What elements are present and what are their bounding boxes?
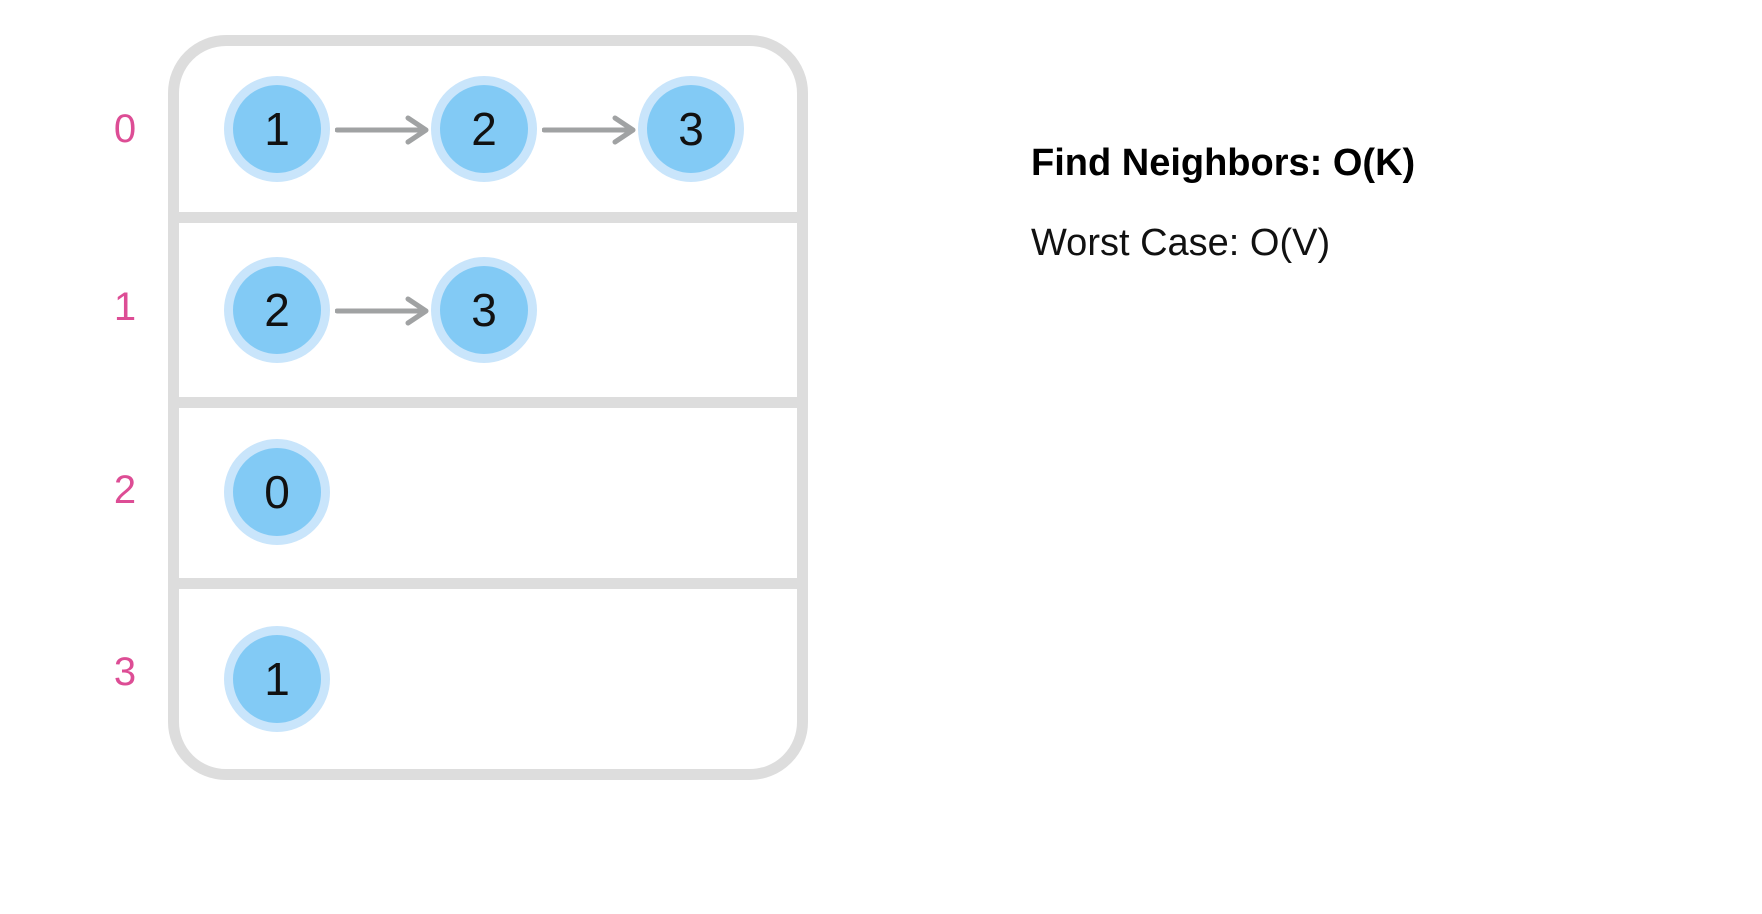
complexity-subtitle: Worst Case: O(V) — [1031, 222, 1331, 264]
list-node: 1 — [224, 626, 330, 732]
row-divider — [172, 397, 804, 408]
list-node: 3 — [431, 257, 537, 363]
row-index-2: 2 — [113, 468, 137, 512]
row-index-1: 1 — [113, 285, 137, 329]
row-index-0: 0 — [113, 107, 137, 151]
row-divider — [172, 212, 804, 223]
list-node: 3 — [638, 76, 744, 182]
list-node: 2 — [224, 257, 330, 363]
list-node: 1 — [224, 76, 330, 182]
arrow-right-icon — [542, 115, 636, 145]
list-node: 2 — [431, 76, 537, 182]
row-divider — [172, 578, 804, 589]
row-index-3: 3 — [113, 650, 137, 694]
list-node: 0 — [224, 439, 330, 545]
complexity-title: Find Neighbors: O(K) — [1031, 142, 1416, 184]
arrow-right-icon — [335, 296, 429, 326]
arrow-right-icon — [335, 115, 429, 145]
